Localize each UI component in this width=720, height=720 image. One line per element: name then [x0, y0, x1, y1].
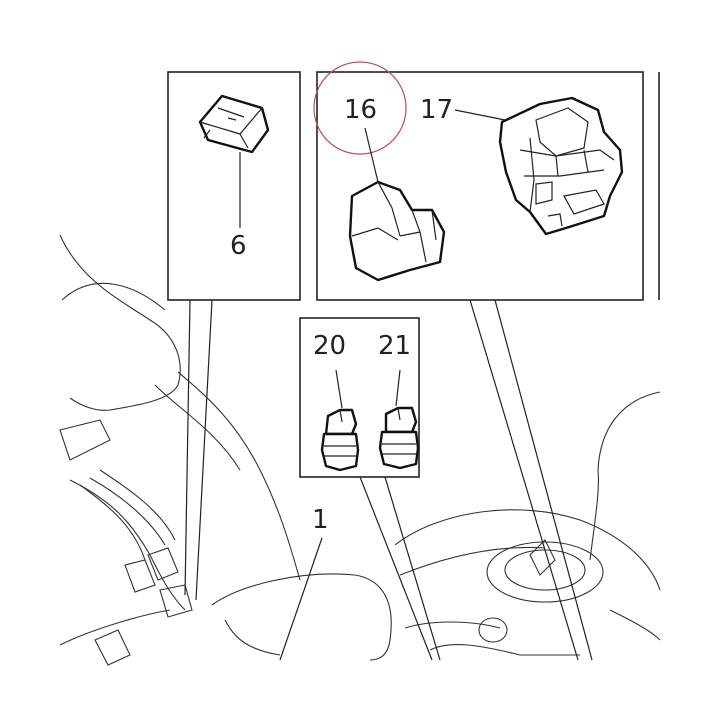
- leader-21: [395, 369, 401, 407]
- callout-21: 21: [378, 331, 411, 361]
- part-17-bracket: [498, 96, 624, 236]
- callout-6: 6: [230, 231, 247, 261]
- part-21-connector: [378, 406, 420, 470]
- part-16-clamp: [348, 180, 446, 282]
- detail-box-20-21: 20 21: [299, 317, 420, 478]
- callout-20: 20: [313, 331, 346, 361]
- callout-17: 17: [420, 95, 453, 125]
- detail-box-16-17: 16 17: [313, 61, 644, 301]
- part-6-connector: [198, 94, 270, 154]
- callout-1: 1: [312, 505, 329, 535]
- leader-20: [335, 369, 343, 409]
- part-20-connector: [320, 408, 360, 472]
- highlight-circle-16: [313, 61, 407, 155]
- leader-1: [279, 537, 323, 661]
- leader-17: [454, 109, 506, 121]
- motorcycle-background: [59, 234, 661, 666]
- callout-16: 16: [344, 95, 377, 125]
- leader-16: [364, 127, 379, 183]
- detail-box-6: 6: [167, 71, 301, 301]
- box-leader-lines: [184, 299, 593, 661]
